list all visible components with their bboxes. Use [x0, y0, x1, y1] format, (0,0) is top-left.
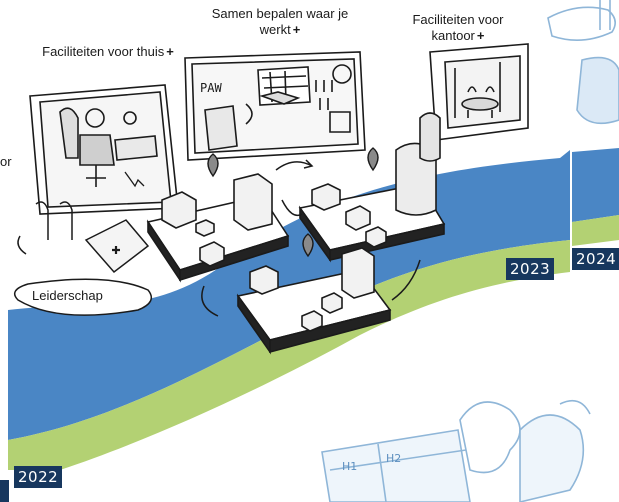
- neighbourhood-block-left: [146, 173, 290, 283]
- home-facilities-panel: [29, 84, 179, 215]
- label-office-facilities: Faciliteiten voor kantoor+: [396, 12, 520, 44]
- river-blue-band-right: [572, 148, 619, 222]
- label-home-facilities-text: Faciliteiten voor thuis: [42, 44, 165, 59]
- label-decide-together-text: Samen bepalen waar je werkt: [211, 6, 349, 37]
- river-green-band: [8, 240, 570, 470]
- sign-text: PAW: [200, 81, 222, 95]
- year-badge-2024: 2024: [572, 248, 619, 270]
- connection-arrows: [201, 159, 421, 317]
- decide-together-panel: [184, 51, 366, 161]
- label-office-facilities-text: Faciliteiten voor kantoor: [412, 12, 504, 43]
- plus-icon: +: [292, 22, 301, 37]
- office-facilities-panel: [429, 43, 529, 141]
- label-leadership-text: Leiderschap: [32, 288, 103, 303]
- river-green-band-right: [572, 215, 619, 246]
- label-home-facilities: Faciliteiten voor thuis+: [38, 44, 178, 60]
- label-left-fragment-text: or: [0, 154, 12, 169]
- sketch-bottom-right: [321, 399, 591, 502]
- label-left-fragment: or: [0, 154, 12, 170]
- location-pin-icon: [207, 147, 379, 258]
- neighbourhood-block-middle: [236, 247, 392, 355]
- label-leadership: Leiderschap: [32, 288, 103, 304]
- label-decide-together: Samen bepalen waar je werkt+: [210, 6, 350, 38]
- plus-icon: +: [476, 28, 485, 43]
- leadership-scene: [13, 201, 153, 316]
- year-badge-2023: 2023: [506, 258, 555, 280]
- sketch-right-top: [547, 0, 619, 125]
- plus-icon: +: [166, 44, 174, 59]
- year-badge-2022: 2022: [14, 466, 63, 488]
- sketch-label-h1: H1: [342, 460, 357, 473]
- sketch-label-h2: H2: [386, 452, 401, 465]
